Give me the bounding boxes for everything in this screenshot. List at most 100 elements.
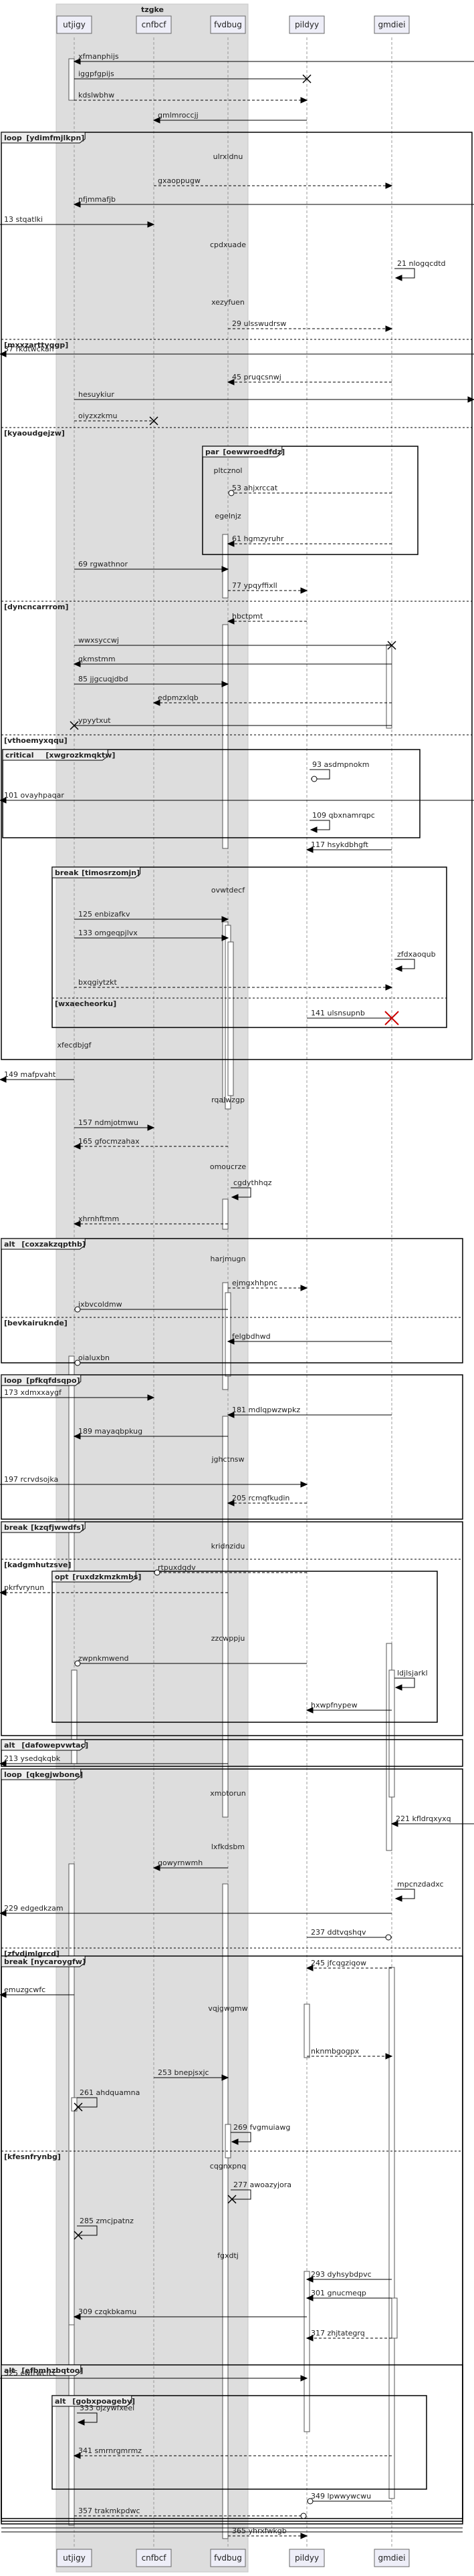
message-label: xfmanphijs xyxy=(78,52,119,61)
activation-bar xyxy=(222,1883,229,2539)
arrow-head xyxy=(227,1338,235,1345)
arrow-head xyxy=(306,2295,314,2301)
message-label: 101 ovayhpaqar xyxy=(4,791,64,800)
message-label: 85 jjgcuqjdbd xyxy=(78,675,128,683)
message-label: ovwtdecf xyxy=(211,886,245,895)
message-label: omoucrze xyxy=(210,1162,246,1171)
arrow-head xyxy=(152,699,160,706)
self-message xyxy=(77,2412,98,2423)
fragment-kind: loop xyxy=(4,1770,22,1779)
circle-marker xyxy=(300,2513,307,2519)
participant-label: utjigy xyxy=(63,20,86,29)
fragment-tab xyxy=(51,866,141,878)
activation-bar xyxy=(222,624,229,849)
arrow-head xyxy=(394,1684,402,1691)
message-label: 125 enbizafkv xyxy=(78,910,130,919)
message-label: 133 omgeqpjlvx xyxy=(78,929,138,937)
message-label: hbctpmt xyxy=(232,612,263,621)
arrow-head xyxy=(0,797,7,804)
participant-box xyxy=(55,3,249,2573)
fragment-tab xyxy=(1,1768,82,1780)
message-label: ejmgxhhpnc xyxy=(232,1279,277,1287)
fragment-guard: [oewwroedfdz] xyxy=(223,448,285,456)
self-message xyxy=(394,1677,415,1688)
fragment-guard: [ruxdzkmzkmbs] xyxy=(72,1573,141,1581)
fragment-kind: break xyxy=(55,868,79,877)
arrow-head xyxy=(306,1707,314,1714)
self-message xyxy=(77,2097,98,2108)
fragment-kind: par xyxy=(205,448,219,456)
message-label: harjmugn xyxy=(211,1255,246,1263)
participant-cnfbcf-bottom xyxy=(136,2549,172,2567)
participant-pildyy-top xyxy=(289,15,325,34)
arrow-head xyxy=(227,379,235,385)
participant-label: pildyy xyxy=(295,20,319,29)
message-label: 285 zmcjpatnz xyxy=(80,2217,134,2225)
arrow-head xyxy=(385,2053,393,2060)
circle-marker xyxy=(307,2498,314,2505)
lost-marker xyxy=(227,2195,237,2204)
self-message xyxy=(231,2189,251,2200)
message-label: egelnjz xyxy=(215,512,241,520)
arrow-head xyxy=(300,2375,308,2382)
message-label: ldjlsjarkl xyxy=(397,1669,428,1677)
circle-marker xyxy=(74,1306,81,1313)
message-label: pltcznol xyxy=(214,466,243,475)
arrow-head xyxy=(385,182,393,189)
fragment-frame xyxy=(1,132,473,1060)
fragment-guard: [pfkqfdsqpo] xyxy=(26,1376,80,1385)
fragment-frame xyxy=(1,1955,463,2522)
arrow-head xyxy=(77,2419,85,2426)
arrow-head xyxy=(300,1481,308,1488)
message-label: emuzgcwfc xyxy=(4,1985,45,1994)
arrow-head xyxy=(73,1221,81,1227)
message-label: zwpnkmwend xyxy=(78,1654,129,1663)
fragment-tab xyxy=(1,1955,86,1967)
message-label: fgxdtj xyxy=(217,2251,239,2260)
message-label: rtpuxdqdv xyxy=(158,1563,196,1572)
self-message xyxy=(394,268,415,279)
activation-bar xyxy=(222,1198,229,1230)
fragment-tab xyxy=(1,1521,86,1533)
fragment-kind: alt xyxy=(4,2366,15,2375)
fragment-guard: [dafowepvwtac] xyxy=(21,1741,88,1750)
message-label: 157 ndmjotmwu xyxy=(78,1118,138,1127)
activation-bar xyxy=(304,2003,310,2058)
message-label: kridnzidu xyxy=(211,1542,245,1551)
circle-marker xyxy=(154,1569,160,1576)
arrow-head xyxy=(221,681,229,687)
arrow-head xyxy=(227,618,235,625)
participant-pildyy-bottom xyxy=(289,2549,325,2567)
message-label: 269 fvgmuiawg xyxy=(233,2123,290,2132)
activation-bar xyxy=(391,2297,398,2339)
arrow-head xyxy=(227,1412,235,1418)
message-label: 229 edgedkzam xyxy=(4,1904,64,1913)
message-label: hxwpfnypew xyxy=(311,1701,358,1710)
participant-fvdbug-bottom xyxy=(210,2549,246,2567)
self-message xyxy=(231,2132,251,2142)
message-label: 37 rkdtwckan xyxy=(4,345,54,353)
participant-label: utjigy xyxy=(63,2553,86,2563)
fragment-frame xyxy=(1,1238,463,1363)
message-label: 149 mafpvaht xyxy=(4,1070,56,1079)
activation-bar xyxy=(68,1355,75,1577)
arrow-head xyxy=(394,965,402,972)
message-label: 21 nlogqcdtd xyxy=(397,259,446,268)
message-label: xezyfuen xyxy=(211,298,245,307)
message-label: 349 lpwwywcwu xyxy=(311,2492,371,2501)
message-label: nfjmmafjb xyxy=(78,195,116,204)
message-label: wwxsyccwj xyxy=(78,636,119,645)
circle-marker xyxy=(74,1660,81,1667)
message-label: gmlmroccjj xyxy=(158,111,199,120)
message-label: 309 czqkbkamu xyxy=(78,2307,136,2316)
message-label: 317 zhjtategrq xyxy=(311,2329,365,2338)
fragment-frame xyxy=(1,1521,463,1736)
fragment-guard: [kfesnfrynbg] xyxy=(4,2152,61,2161)
fragment-guard: [kadgmhutzsve] xyxy=(4,1561,72,1569)
message-label: gowyrnwmh xyxy=(158,1859,203,1867)
fragment-guard: [gobxpoageby] xyxy=(72,2397,135,2406)
fragment-guard: [efbmhzbqtoo] xyxy=(21,2366,83,2375)
fragment-kind: break xyxy=(4,1957,28,1966)
message-label: 245 jfcqgziqow xyxy=(311,1959,366,1967)
message-label: iggpfgpijs xyxy=(78,69,114,78)
